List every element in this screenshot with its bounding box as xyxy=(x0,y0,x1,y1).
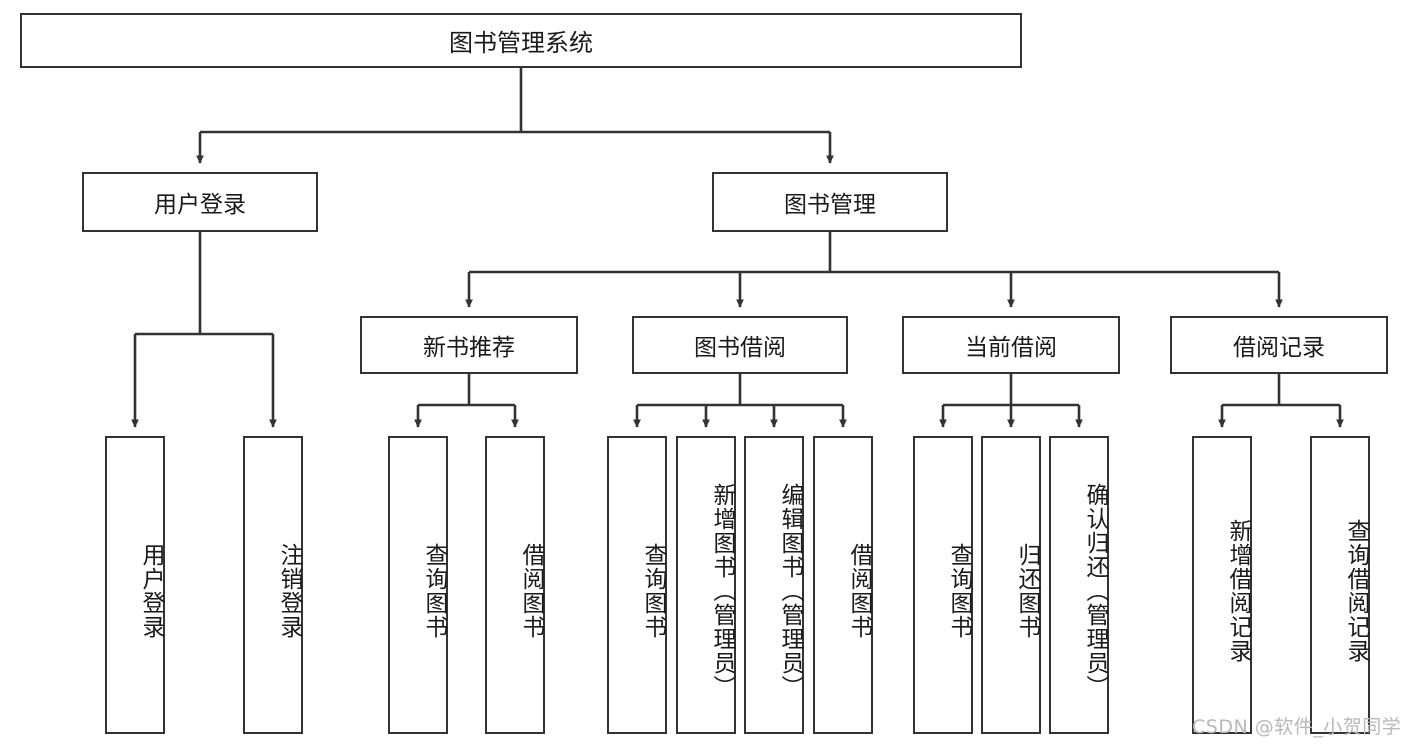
node-label: 编辑图书（管理员） xyxy=(777,483,803,699)
node-label: 新增图书（管理员） xyxy=(709,483,735,699)
leaf-node[interactable]: 借阅图书 xyxy=(485,436,545,734)
node-label: 新书推荐 xyxy=(423,335,515,361)
node-label: 当前借阅 xyxy=(965,335,1057,361)
node-label: 查询借阅记录 xyxy=(1343,519,1369,663)
node-label: 查询图书 xyxy=(946,543,972,639)
node-label: 查询图书 xyxy=(640,543,666,639)
node-label: 用户登录 xyxy=(138,543,164,639)
node-label: 归还图书 xyxy=(1014,543,1040,639)
leaf-node[interactable]: 新增图书（管理员） xyxy=(676,436,736,734)
node-label: 图书管理系统 xyxy=(449,29,593,57)
branch-node[interactable]: 图书借阅 xyxy=(632,316,848,374)
leaf-node[interactable]: 用户登录 xyxy=(105,436,165,734)
branch-node[interactable]: 当前借阅 xyxy=(902,316,1120,374)
node-label: 注销登录 xyxy=(276,543,302,639)
node-label: 借阅图书 xyxy=(518,543,544,639)
node-label: 借阅记录 xyxy=(1233,335,1325,361)
leaf-node[interactable]: 查询图书 xyxy=(913,436,973,734)
node-label: 借阅图书 xyxy=(846,543,872,639)
node-label: 图书借阅 xyxy=(694,335,786,361)
leaf-node[interactable]: 借阅图书 xyxy=(813,436,873,734)
branch-node[interactable]: 用户登录 xyxy=(82,172,318,232)
node-label: 确认归还（管理员） xyxy=(1082,483,1108,699)
leaf-node[interactable]: 确认归还（管理员） xyxy=(1049,436,1109,734)
leaf-node[interactable]: 查询图书 xyxy=(607,436,667,734)
leaf-node[interactable]: 编辑图书（管理员） xyxy=(744,436,804,734)
csdn-watermark: CSDN @软件_小贺同学 xyxy=(1192,716,1402,738)
leaf-node[interactable]: 查询借阅记录 xyxy=(1310,436,1370,734)
leaf-node[interactable]: 注销登录 xyxy=(243,436,303,734)
node-label: 查询图书 xyxy=(421,543,447,639)
root-node[interactable]: 图书管理系统 xyxy=(20,13,1022,68)
branch-node[interactable]: 图书管理 xyxy=(712,172,948,232)
leaf-node[interactable]: 新增借阅记录 xyxy=(1192,436,1252,734)
node-label: 用户登录 xyxy=(154,192,246,218)
leaf-node[interactable]: 归还图书 xyxy=(981,436,1041,734)
leaf-node[interactable]: 查询图书 xyxy=(388,436,448,734)
branch-node[interactable]: 新书推荐 xyxy=(360,316,578,374)
node-label: 图书管理 xyxy=(784,192,876,218)
node-label: 新增借阅记录 xyxy=(1225,519,1251,663)
branch-node[interactable]: 借阅记录 xyxy=(1170,316,1388,374)
